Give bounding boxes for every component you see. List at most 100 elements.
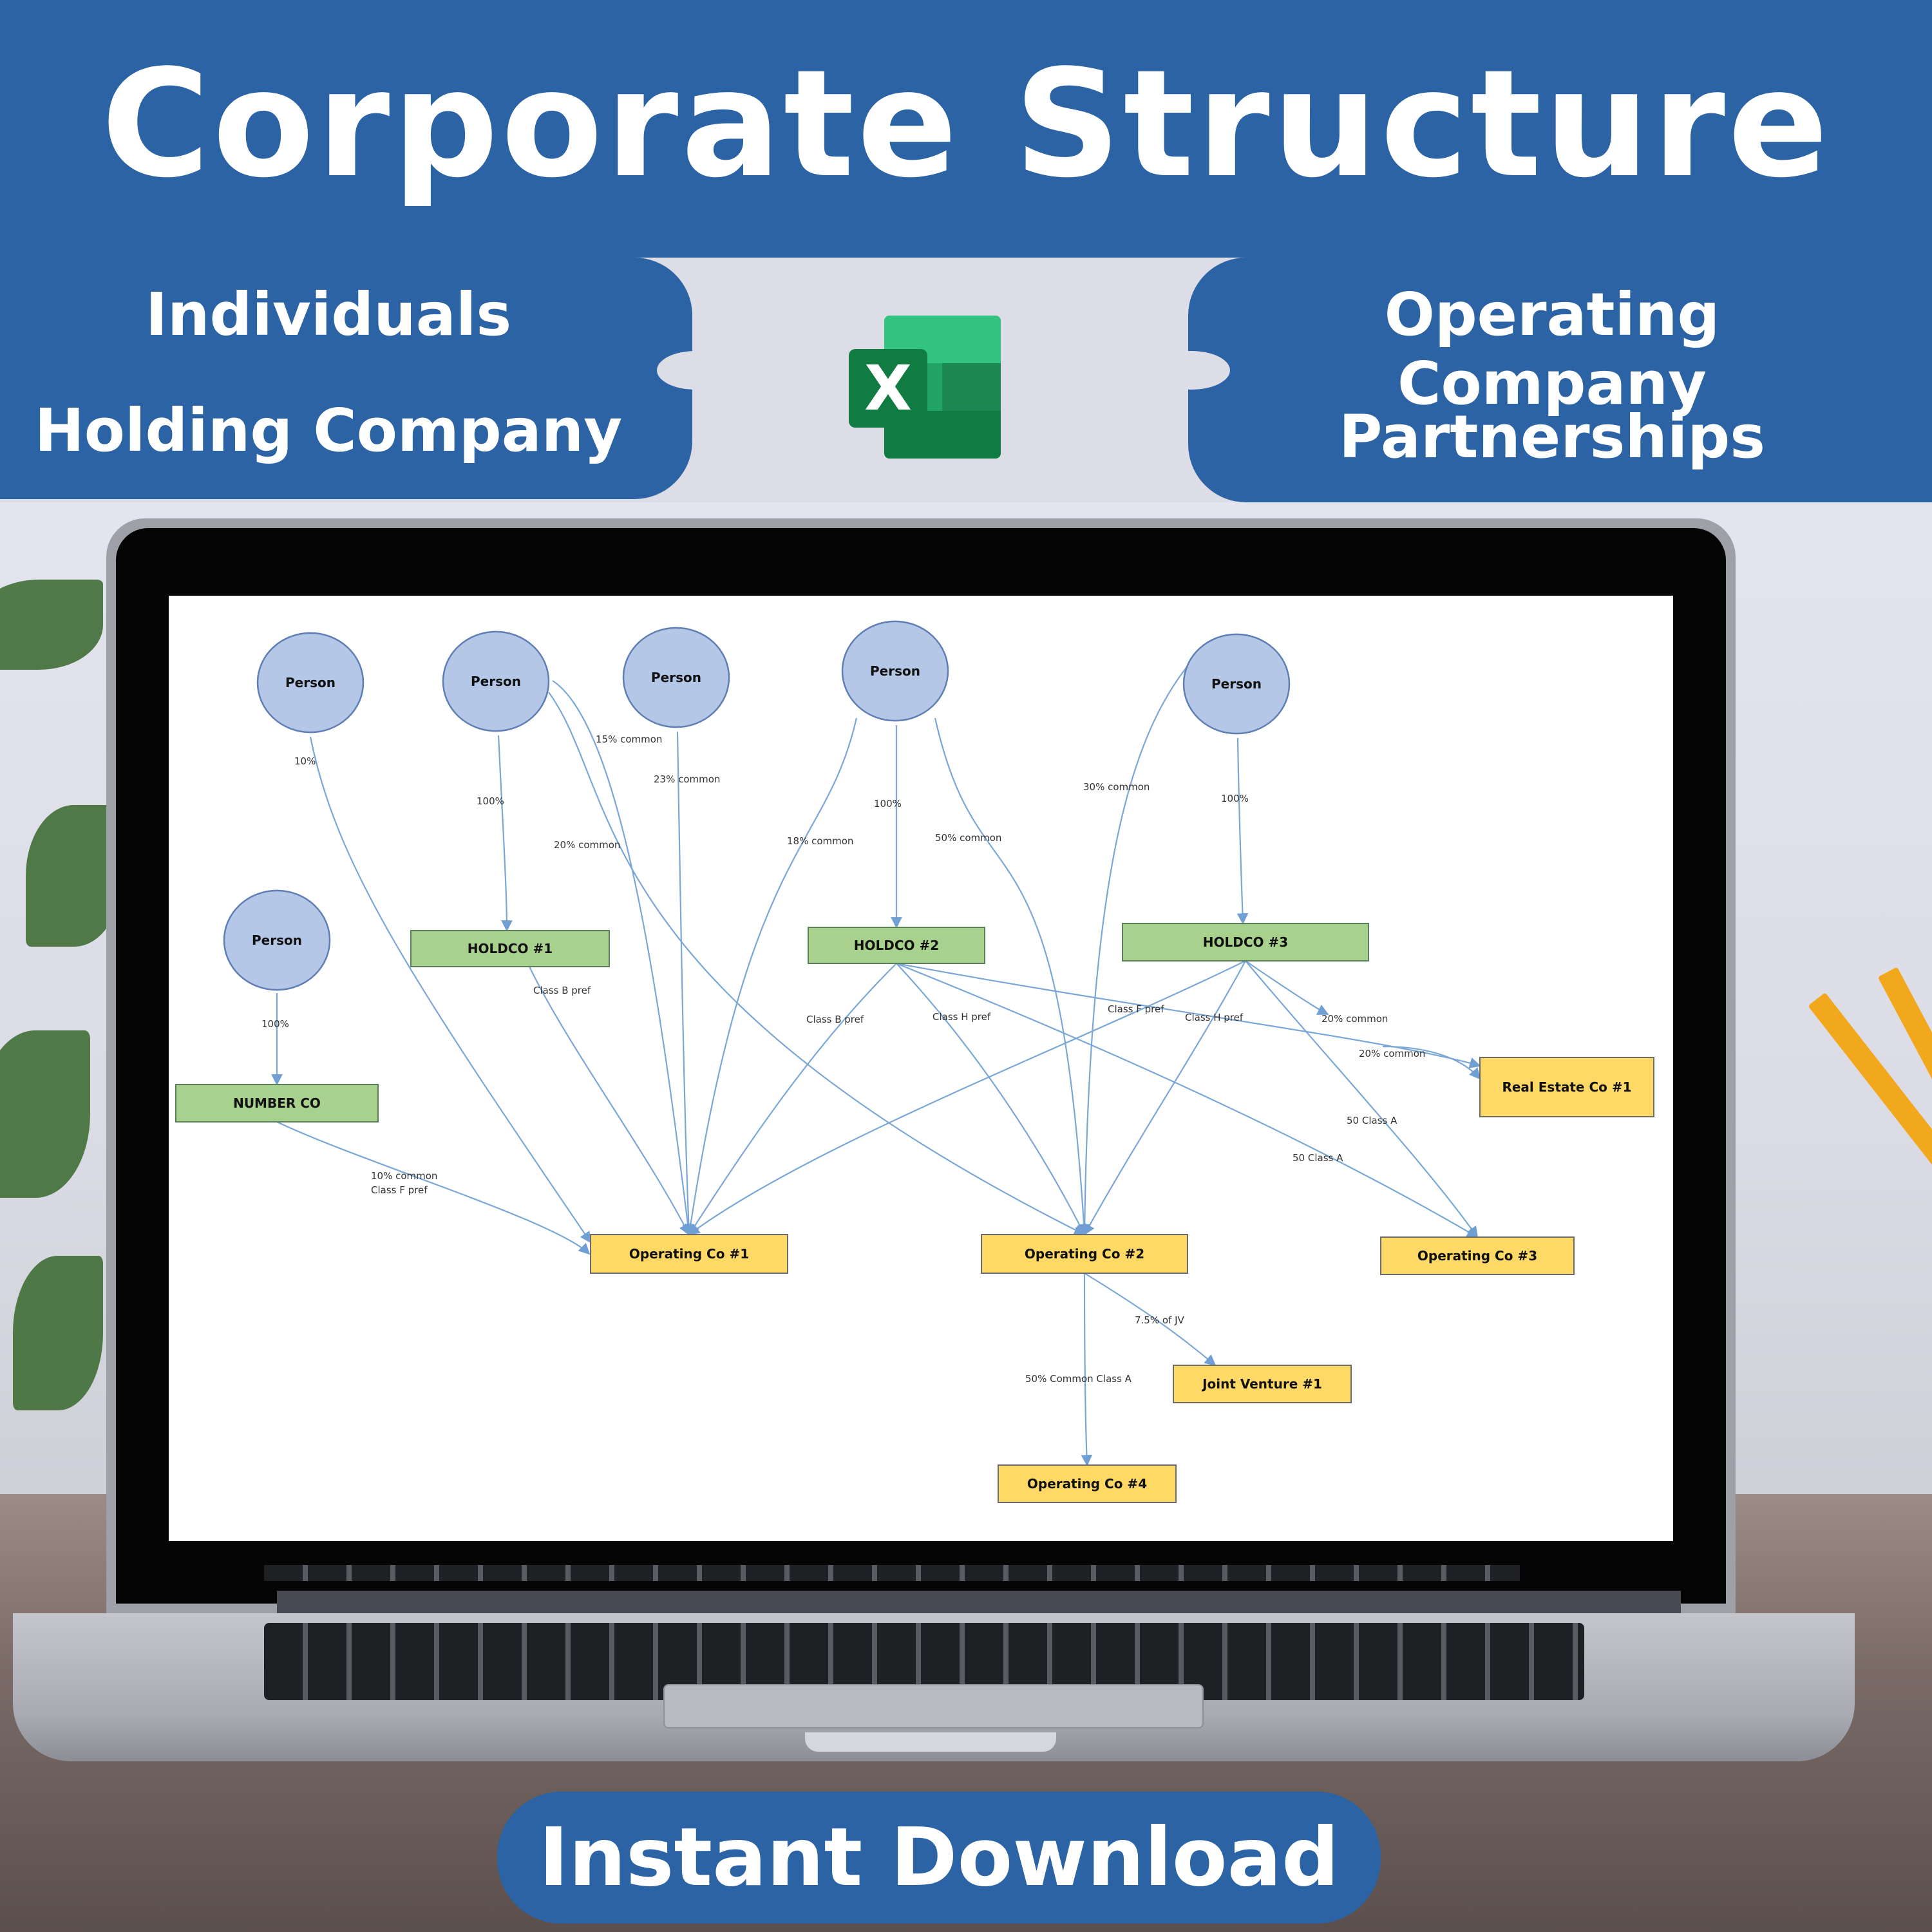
edge-p1-o1: [309, 736, 591, 1244]
opco-box: [590, 1234, 788, 1274]
node-label: Operating Co #1: [629, 1246, 749, 1262]
node-person-p5: Person: [1182, 633, 1291, 735]
feature-individuals: Individuals: [145, 280, 512, 349]
edge-o2-jv: [1084, 1273, 1217, 1367]
edge-label: 100%: [477, 795, 504, 807]
edge-label: 30% common: [1083, 781, 1150, 793]
node-label: Person: [651, 670, 701, 685]
excel-letter: X: [849, 349, 927, 428]
laptop-hinge: [277, 1591, 1681, 1616]
plant-leaf: [13, 1256, 103, 1410]
node-label: Person: [870, 663, 920, 679]
top-banner: [0, 0, 1932, 258]
person-circle: [841, 620, 949, 722]
edge-label: Class F pref: [1108, 1003, 1164, 1015]
edge-label: Class B pref: [806, 1014, 864, 1025]
edge-label: 50 Class A: [1347, 1115, 1397, 1126]
node-label: Person: [285, 675, 336, 690]
page-title: Corporate Structure: [101, 39, 1831, 211]
opco-box: [1173, 1365, 1352, 1403]
edge-label: Class H pref: [933, 1011, 991, 1023]
edge-h3-o1: [688, 960, 1246, 1236]
edge-label: 50 Class A: [1293, 1152, 1343, 1164]
node-label: Operating Co #3: [1417, 1248, 1537, 1264]
node-label: HOLDCO #3: [1203, 934, 1288, 950]
edge-label: 20% common: [554, 839, 620, 851]
edge-label: 10%: [294, 755, 316, 767]
panel-notch: [1153, 351, 1230, 390]
person-circle: [1182, 633, 1291, 735]
edge-label: 10% common: [371, 1170, 437, 1182]
person-circle: [223, 889, 331, 991]
node-holdco-nc: NUMBER CO: [175, 1084, 379, 1122]
feature-partnerships: Partnerships: [1338, 402, 1766, 471]
edge-label: 15% common: [596, 734, 662, 745]
edge-h2-o3: [896, 962, 1479, 1238]
edge-o2-re: [1382, 1045, 1481, 1080]
node-label: Joint Venture #1: [1201, 1376, 1322, 1392]
instant-download-button[interactable]: Instant Download: [497, 1792, 1381, 1924]
node-person-p2: Person: [442, 630, 550, 732]
edge-label: 20% common: [1359, 1048, 1425, 1059]
edge-p2-h1: [497, 735, 513, 932]
edge-h2-re: [896, 962, 1481, 1068]
node-opco-o1: Operating Co #1: [590, 1234, 788, 1274]
person-circle: [256, 632, 365, 734]
keyboard-reflection: [264, 1565, 1520, 1581]
node-label: HOLDCO #2: [854, 938, 939, 953]
plant-leaf: [0, 580, 103, 670]
holdco-box: [808, 927, 985, 964]
holdco-box: [1122, 923, 1369, 961]
plant-leaf: [0, 1030, 90, 1198]
edge-h2-o1: [688, 963, 897, 1236]
node-person-p3: Person: [622, 627, 730, 728]
node-opco-o3: Operating Co #3: [1380, 1236, 1575, 1275]
edge-label: 100%: [261, 1018, 289, 1030]
excel-icon: X: [849, 316, 1001, 459]
node-opco-o2: Operating Co #2: [981, 1234, 1188, 1274]
edge-label: 23% common: [654, 773, 720, 785]
edge-h3-o3: [1245, 960, 1479, 1238]
node-person-p4: Person: [841, 620, 949, 722]
edge-label: 100%: [1221, 793, 1249, 804]
edge-p2-o1: [552, 680, 694, 1236]
opco-box: [1380, 1236, 1575, 1275]
opco-box: [981, 1234, 1188, 1274]
edge-p4-o1: [685, 717, 858, 1236]
node-label: HOLDCO #1: [468, 941, 553, 956]
node-label: Operating Co #2: [1025, 1246, 1144, 1262]
node-holdco-h2: HOLDCO #2: [808, 927, 985, 964]
laptop-front-notch: [805, 1732, 1056, 1752]
trackpad: [663, 1684, 1204, 1728]
node-holdco-h3: HOLDCO #3: [1122, 923, 1369, 961]
person-circle: [442, 630, 550, 732]
edge-label: 20% common: [1321, 1013, 1388, 1025]
node-person-p1: Person: [256, 632, 365, 734]
node-holdco-h1: HOLDCO #1: [410, 930, 610, 967]
node-label: NUMBER CO: [233, 1095, 321, 1111]
node-opco-jv: Joint Venture #1: [1173, 1365, 1352, 1403]
holdco-box: [410, 930, 610, 967]
feature-operating-company: Operating Company: [1384, 280, 1720, 418]
edge-label: 100%: [874, 798, 902, 810]
edge-label: Class H pref: [1185, 1012, 1244, 1023]
node-label: Real Estate Co #1: [1502, 1079, 1631, 1095]
edge-label: Class F pref: [371, 1184, 428, 1196]
node-label: Person: [471, 674, 521, 689]
features-left-panel: [0, 258, 692, 499]
laptop-screen: [169, 596, 1673, 1541]
opco-box: [1479, 1057, 1654, 1117]
feature-holding-company: Holding Company: [34, 396, 623, 465]
holdco-box: [175, 1084, 379, 1122]
node-label: Person: [1211, 676, 1262, 692]
node-person-p6: Person: [223, 889, 331, 991]
edge-p5-o2: [1079, 653, 1198, 1236]
edge-h2-o2: [896, 963, 1085, 1236]
person-circle: [622, 627, 730, 728]
node-opco-re: Real Estate Co #1: [1479, 1057, 1654, 1117]
edge-p5-h3: [1236, 737, 1249, 925]
edge-label: Class B pref: [533, 985, 591, 996]
edge-h3-o2: [1084, 960, 1246, 1236]
features-right-panel: [1188, 258, 1932, 502]
